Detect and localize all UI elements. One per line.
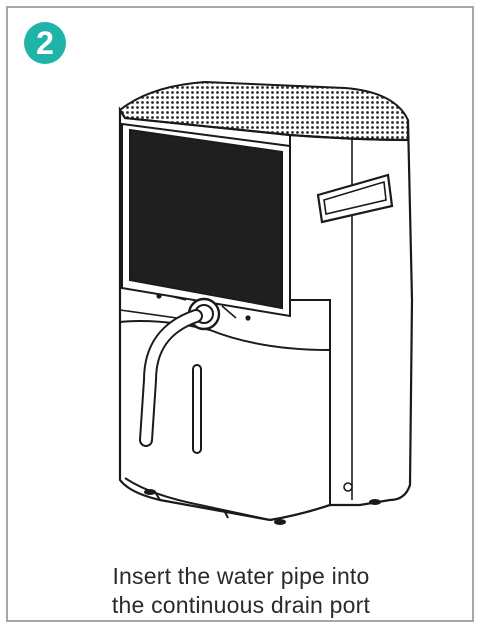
side-handle — [318, 175, 392, 222]
water-level-window — [193, 365, 201, 453]
caption-line-1: Insert the water pipe into — [0, 563, 482, 590]
caption-line-2: the continuous drain port — [0, 592, 482, 619]
filter-panel — [130, 130, 282, 308]
water-pipe — [146, 316, 196, 440]
